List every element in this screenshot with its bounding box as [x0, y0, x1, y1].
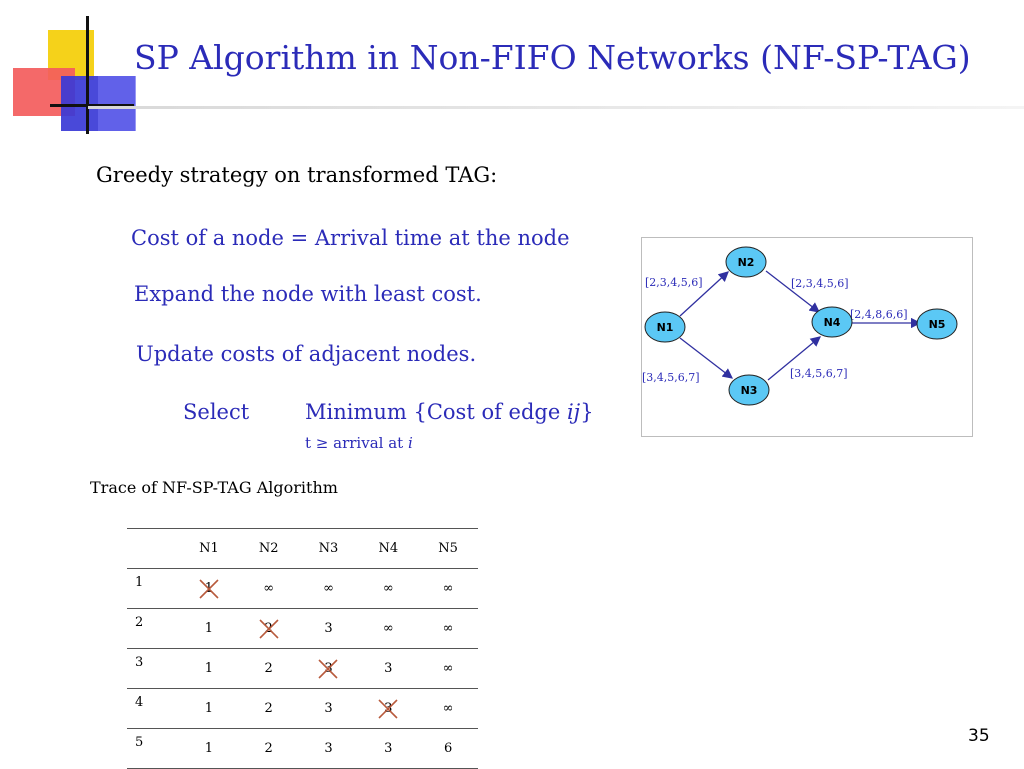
column-header: N3 — [318, 541, 339, 556]
selected-node-cross-icon — [378, 698, 398, 719]
logo-vertical-line — [86, 16, 89, 134]
node-n3-circle — [728, 374, 770, 406]
table-cell: 3 — [358, 689, 418, 729]
select-minimum: Minimum {Cost of edge ij} — [305, 400, 594, 424]
column-header: N5 — [438, 541, 458, 556]
node-n5-circle — [916, 308, 958, 340]
node-n3-label: N3 — [741, 384, 758, 397]
logo-horizontal-line — [50, 104, 134, 107]
selected-node-cross-icon — [259, 618, 279, 639]
column-header: N1 — [199, 541, 219, 556]
table-row: 3 1 2 3 3 ∞ — [127, 649, 478, 689]
bullet-expand: Expand the node with least cost. — [134, 282, 482, 306]
table-row: 5 1 2 3 3 6 — [127, 729, 478, 769]
table-cell: 3 — [384, 661, 393, 676]
table-header-row: N1 N2 N3 N4 N5 — [127, 528, 478, 569]
row-label: 2 — [135, 615, 144, 630]
minimum-suffix: } — [580, 400, 594, 424]
edge-label-n4-n5: [2,4,8,6,6] — [850, 308, 908, 321]
trace-table: N1 N2 N3 N4 N5 1 1 ∞ ∞ ∞ ∞ 2 1 2 3 ∞ ∞ 3… — [127, 528, 478, 769]
table-cell: ∞ — [382, 621, 394, 636]
table-cell: ∞ — [323, 581, 334, 596]
condition-variable: i — [407, 434, 413, 452]
table-cell: ∞ — [442, 581, 454, 596]
row-label: 5 — [135, 735, 144, 750]
table-cell: 1 — [204, 621, 214, 636]
tag-graph-svg: [2,3,4,5,6] [2,3,4,5,6] [3,4,5,6,7] [3,4… — [642, 246, 958, 406]
table-cell: 1 — [179, 569, 239, 609]
row-label: 4 — [135, 695, 144, 710]
table-cell: ∞ — [442, 621, 454, 636]
page-number: 35 — [968, 726, 990, 746]
row-label: 1 — [135, 575, 144, 590]
title-divider — [88, 106, 1024, 109]
select-condition: t ≥ arrival at i — [305, 434, 413, 452]
select-label: Select — [183, 400, 250, 424]
table-cell: 6 — [443, 741, 453, 756]
table-cell: ∞ — [382, 581, 394, 596]
minimum-variable: ij — [566, 400, 581, 424]
table-cell: 1 — [204, 741, 214, 756]
node-n4-label: N4 — [824, 316, 841, 329]
edge-label-n1-n3: [3,4,5,6,7] — [642, 371, 700, 384]
table-cell: ∞ — [442, 701, 454, 716]
edge-label-n1-n2: [2,3,4,5,6] — [645, 276, 703, 289]
table-row: 4 1 2 3 3 ∞ — [127, 689, 478, 729]
node-n5-label: N5 — [929, 318, 946, 331]
table-cell: 1 — [204, 701, 214, 716]
node-n1-label: N1 — [657, 321, 674, 334]
edge-label-n2-n4: [2,3,4,5,6] — [791, 277, 849, 290]
table-cell: 3 — [324, 621, 333, 636]
table-row: 2 1 2 3 ∞ ∞ — [127, 609, 478, 649]
edge-label-n3-n4: [3,4,5,6,7] — [790, 367, 848, 380]
table-cell: 3 — [384, 741, 393, 756]
logo-blue-square-light — [98, 76, 136, 131]
table-cell: ∞ — [442, 661, 454, 676]
column-header: N4 — [378, 541, 399, 556]
bullet-update: Update costs of adjacent nodes. — [136, 342, 477, 366]
selected-node-cross-icon — [199, 578, 219, 599]
table-row: 1 1 ∞ ∞ ∞ ∞ — [127, 569, 478, 609]
table-corner — [127, 529, 179, 569]
edge-n1-n3 — [679, 337, 734, 379]
trace-caption: Trace of NF-SP-TAG Algorithm — [90, 478, 338, 497]
table-cell: 3 — [324, 701, 333, 716]
table-cell: 2 — [264, 661, 273, 676]
node-n4-circle — [811, 306, 853, 338]
table-cell: 3 — [299, 649, 359, 689]
edge-n1-n2 — [679, 271, 729, 317]
node-n2-label: N2 — [738, 256, 755, 269]
table-cell: 2 — [264, 741, 273, 756]
condition-prefix: t ≥ arrival at — [305, 434, 408, 452]
table-cell: 2 — [264, 701, 273, 716]
edge-n2-n4 — [765, 270, 821, 313]
column-header: N2 — [258, 541, 279, 556]
table-cell: ∞ — [263, 581, 275, 596]
bullet-cost: Cost of a node = Arrival time at the nod… — [131, 226, 570, 250]
slide-title: SP Algorithm in Non-FIFO Networks (NF-SP… — [134, 38, 971, 77]
table-cell: 3 — [324, 741, 333, 756]
table-cell: 1 — [204, 661, 214, 676]
edge-n3-n4 — [767, 336, 822, 381]
sub-heading: Greedy strategy on transformed TAG: — [96, 163, 498, 187]
node-n1-circle — [644, 311, 686, 343]
minimum-prefix: Minimum {Cost of edge — [305, 400, 567, 424]
tag-graph-figure: [2,3,4,5,6] [2,3,4,5,6] [3,4,5,6,7] [3,4… — [641, 237, 973, 437]
selected-node-cross-icon — [318, 658, 339, 679]
row-label: 3 — [135, 655, 144, 670]
table-cell: 2 — [239, 609, 299, 649]
node-n2-circle — [725, 246, 767, 278]
